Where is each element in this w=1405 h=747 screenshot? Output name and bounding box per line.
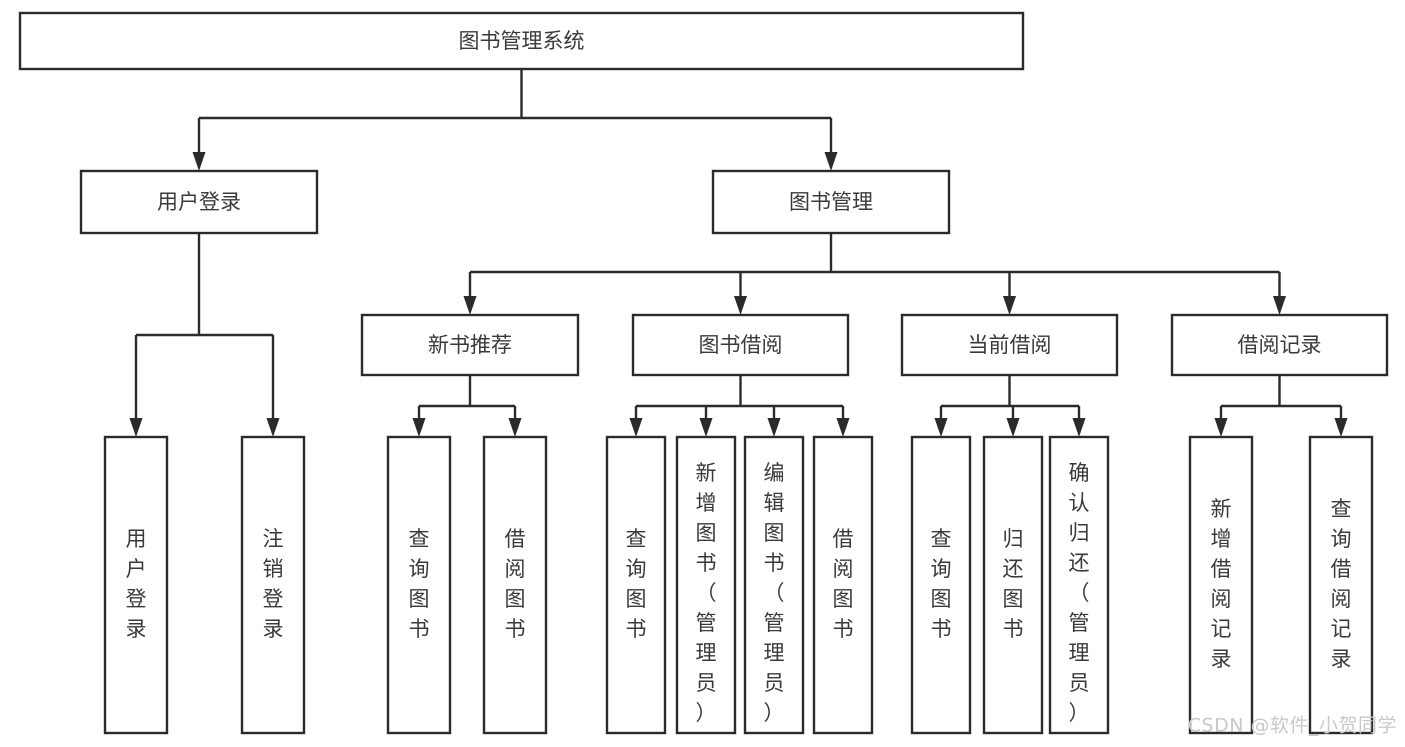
node-leaf-user-logout[interactable]: 注销登录: [240, 435, 306, 735]
node-label: 借阅记录: [1238, 333, 1322, 357]
node-label: 用户登录: [157, 190, 241, 214]
node-label: 查询图书: [931, 527, 952, 641]
nodes-layer: 图书管理系统用户登录图书管理新书推荐图书借阅当前借阅借阅记录用户登录注销登录查询…: [18, 11, 1389, 735]
node-user-login[interactable]: 用户登录: [79, 169, 319, 235]
node-label: 归还图书: [1003, 527, 1024, 641]
node-book-borrow[interactable]: 图书借阅: [631, 313, 850, 377]
node-label: 新书推荐: [428, 333, 512, 357]
node-root[interactable]: 图书管理系统: [18, 11, 1025, 71]
node-label: 图书管理: [789, 190, 873, 214]
node-label: 借阅图书: [505, 527, 526, 641]
node-borrow-record[interactable]: 借阅记录: [1170, 313, 1389, 377]
node-label: 确认归还（管理员）: [1069, 461, 1090, 725]
node-leaf-query-book-3[interactable]: 查询图书: [910, 435, 972, 735]
connector-group-root: [192, 69, 838, 171]
node-label: 查询图书: [626, 527, 647, 641]
node-leaf-add-record[interactable]: 新增借阅记录: [1188, 435, 1254, 735]
node-label: 查询图书: [409, 527, 430, 641]
node-label: 当前借阅: [968, 333, 1052, 357]
node-book-manage[interactable]: 图书管理: [711, 169, 951, 235]
node-label: 新增图书（管理员）: [696, 461, 717, 725]
node-label: 新增借阅记录: [1211, 497, 1232, 671]
connector-group-borrow-record: [1214, 375, 1348, 437]
node-label: 查询借阅记录: [1331, 497, 1352, 671]
node-label: 借阅图书: [833, 527, 854, 641]
connector-group-user-login: [129, 233, 280, 437]
node-leaf-add-book[interactable]: 新增图书（管理员）: [675, 435, 737, 735]
node-leaf-query-book-2[interactable]: 查询图书: [605, 435, 667, 735]
node-leaf-query-book-1[interactable]: 查询图书: [386, 435, 452, 735]
node-leaf-query-record[interactable]: 查询借阅记录: [1308, 435, 1374, 735]
node-leaf-confirm-return[interactable]: 确认归还（管理员）: [1048, 435, 1110, 735]
node-label: 用户登录: [126, 527, 147, 641]
node-leaf-borrow-book-1[interactable]: 借阅图书: [482, 435, 548, 735]
csdn-watermark: CSDN @软件_小贺同学: [1188, 715, 1397, 737]
connector-group-new-book-recommend: [412, 375, 522, 437]
node-leaf-return-book[interactable]: 归还图书: [982, 435, 1044, 735]
connector-group-book-manage: [463, 233, 1286, 315]
node-new-book-recommend[interactable]: 新书推荐: [360, 313, 580, 377]
connectors-layer: [129, 69, 1348, 437]
node-label: 图书管理系统: [459, 29, 585, 53]
node-label: 图书借阅: [699, 333, 783, 357]
connector-group-current-borrow: [934, 375, 1086, 437]
connector-group-book-borrow: [629, 375, 850, 437]
node-label: 注销登录: [263, 527, 284, 641]
node-label: 编辑图书（管理员）: [764, 461, 785, 725]
node-leaf-user-login[interactable]: 用户登录: [103, 435, 169, 735]
node-current-borrow[interactable]: 当前借阅: [900, 313, 1119, 377]
node-leaf-borrow-book-2[interactable]: 借阅图书: [812, 435, 874, 735]
node-leaf-edit-book[interactable]: 编辑图书（管理员）: [743, 435, 805, 735]
